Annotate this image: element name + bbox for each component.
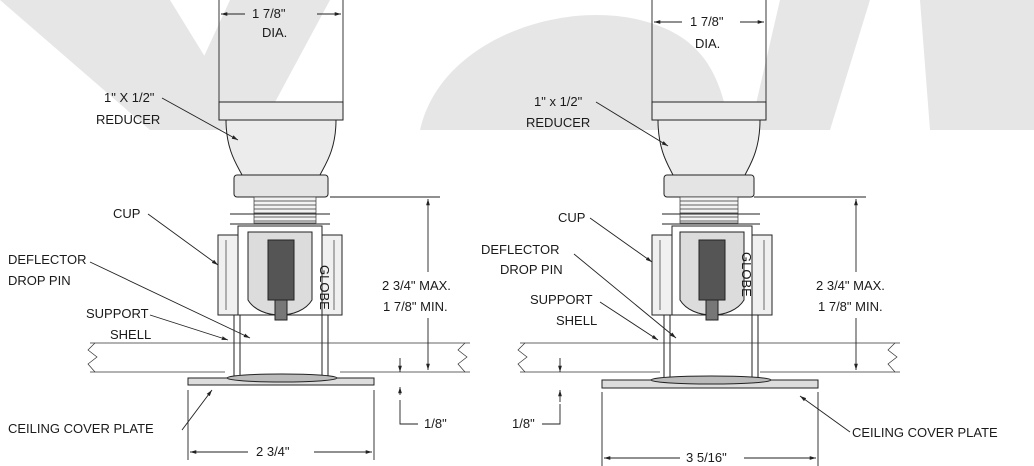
right-support-shell: [660, 315, 760, 378]
left-reducer-label-1: 1" X 1/2": [104, 90, 155, 105]
right-cup-label: CUP: [558, 210, 585, 225]
right-support-label-1: SUPPORT: [530, 292, 593, 307]
left-reducer: [218, 101, 344, 198]
right-reducer-label-1: 1" x 1/2": [534, 94, 583, 109]
right-reducer-label-2: REDUCER: [526, 115, 590, 130]
left-gap-label: 1/8": [424, 416, 447, 431]
left-threads: [253, 196, 317, 224]
right-leaders: [573, 101, 851, 433]
left-dimensions: [187, 0, 440, 460]
right-top-dim-sub: DIA.: [695, 36, 720, 51]
right-cover-plate-label: CEILING COVER PLATE: [852, 425, 998, 440]
right-reducer: [651, 101, 767, 198]
right-gap-label: 1/8": [512, 416, 535, 431]
right-cup: [651, 213, 773, 321]
left-leaders: [89, 97, 251, 431]
left-frame-text: GLOBE: [317, 265, 332, 310]
left-cup: [217, 213, 343, 321]
left-cover-plate-label: CEILING COVER PLATE: [8, 421, 154, 436]
right-height-label-1: 2 3/4" MAX.: [816, 278, 885, 293]
left-ceiling: [87, 342, 470, 373]
left-cover-plate: [187, 373, 375, 386]
right-dimensions: [542, 0, 866, 466]
right-bottom-dim-label: 3 5/16": [686, 450, 727, 465]
left-cup-label: CUP: [113, 206, 140, 221]
right-cover-plate: [601, 375, 819, 389]
left-top-dim-label: 1 7/8": [252, 6, 286, 21]
watermark-logo: [0, 0, 1034, 130]
left-reducer-label-2: REDUCER: [96, 112, 160, 127]
right-height-label-2: 1 7/8" MIN.: [818, 299, 883, 314]
left-support-label-2: SHELL: [110, 327, 151, 342]
right-assembly: GLOBE: [481, 0, 998, 466]
left-deflector-label-1: DEFLECTOR: [8, 252, 87, 267]
left-height-label-2: 1 7/8" MIN.: [383, 299, 448, 314]
right-ceiling: [517, 342, 900, 373]
right-top-dim-label: 1 7/8": [690, 14, 724, 29]
left-height-label-1: 2 3/4" MAX.: [382, 278, 451, 293]
left-deflector-label-2: DROP PIN: [8, 273, 71, 288]
right-deflector-label-2: DROP PIN: [500, 262, 563, 277]
right-threads: [679, 196, 739, 224]
left-top-dim-sub: DIA.: [262, 25, 287, 40]
right-support-label-2: SHELL: [556, 313, 597, 328]
left-support-shell: [225, 315, 340, 378]
left-assembly: GLOBE: [8, 0, 470, 460]
right-frame-text: GLOBE: [739, 252, 754, 297]
left-support-label-1: SUPPORT: [86, 306, 149, 321]
right-deflector-label-1: DEFLECTOR: [481, 242, 560, 257]
left-bottom-dim-label: 2 3/4": [256, 444, 290, 459]
